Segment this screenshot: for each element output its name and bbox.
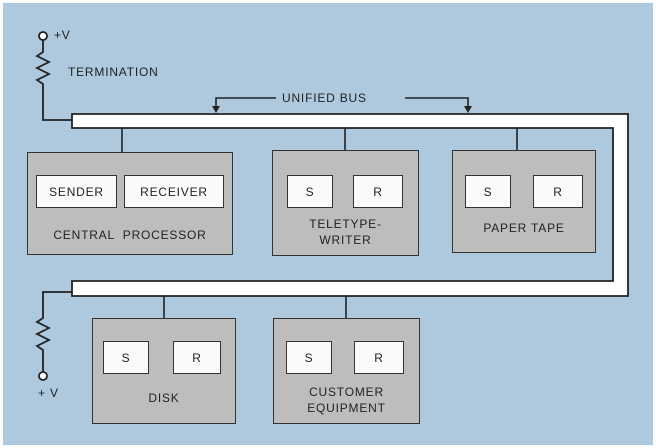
device-central-processor: SENDER RECEIVER CENTRAL PROCESSOR bbox=[27, 152, 233, 255]
supply-label-bottom: + V bbox=[38, 386, 59, 400]
device-label: DISK bbox=[148, 391, 180, 405]
bus-arrow-left bbox=[215, 97, 276, 110]
bus-arrow-right bbox=[405, 97, 469, 110]
receiver-box: RECEIVER bbox=[124, 175, 224, 208]
device-paper-tape: S R PAPER TAPE bbox=[452, 150, 596, 253]
bus-arrowhead-right bbox=[464, 106, 472, 113]
device-label-line1: CUSTOMER bbox=[309, 385, 384, 399]
bus-label: UNIFIED BUS bbox=[282, 91, 367, 105]
supply-label-top: +V bbox=[54, 28, 71, 42]
sender-box: S bbox=[287, 175, 333, 208]
sender-box: S bbox=[465, 175, 511, 208]
sender-box: SENDER bbox=[36, 175, 117, 208]
receiver-box: R bbox=[354, 341, 404, 374]
unified-bus bbox=[71, 113, 629, 297]
device-label: PAPER TAPE bbox=[483, 221, 565, 235]
termination-label: TERMINATION bbox=[68, 65, 159, 79]
termination-resistor-bottom bbox=[34, 291, 72, 372]
receiver-box: R bbox=[173, 341, 221, 374]
device-label: CENTRAL PROCESSOR bbox=[53, 228, 207, 242]
device-teletypewriter: S R TELETYPE- WRITER bbox=[272, 150, 419, 256]
device-customer-equipment: S R CUSTOMER EQUIPMENT bbox=[273, 318, 420, 424]
device-label-line2: EQUIPMENT bbox=[307, 401, 386, 415]
supply-terminal-bottom bbox=[38, 371, 48, 381]
termination-resistor-top bbox=[34, 40, 72, 121]
supply-terminal-top bbox=[38, 31, 48, 41]
receiver-box: R bbox=[533, 175, 583, 208]
device-label-line2: WRITER bbox=[319, 233, 372, 247]
sender-box: S bbox=[286, 341, 332, 374]
device-disk: S R DISK bbox=[92, 318, 236, 424]
receiver-box: R bbox=[353, 175, 403, 208]
device-label-line1: TELETYPE- bbox=[309, 217, 382, 231]
sender-box: S bbox=[103, 341, 149, 374]
bus-arrowhead-left bbox=[212, 106, 220, 113]
